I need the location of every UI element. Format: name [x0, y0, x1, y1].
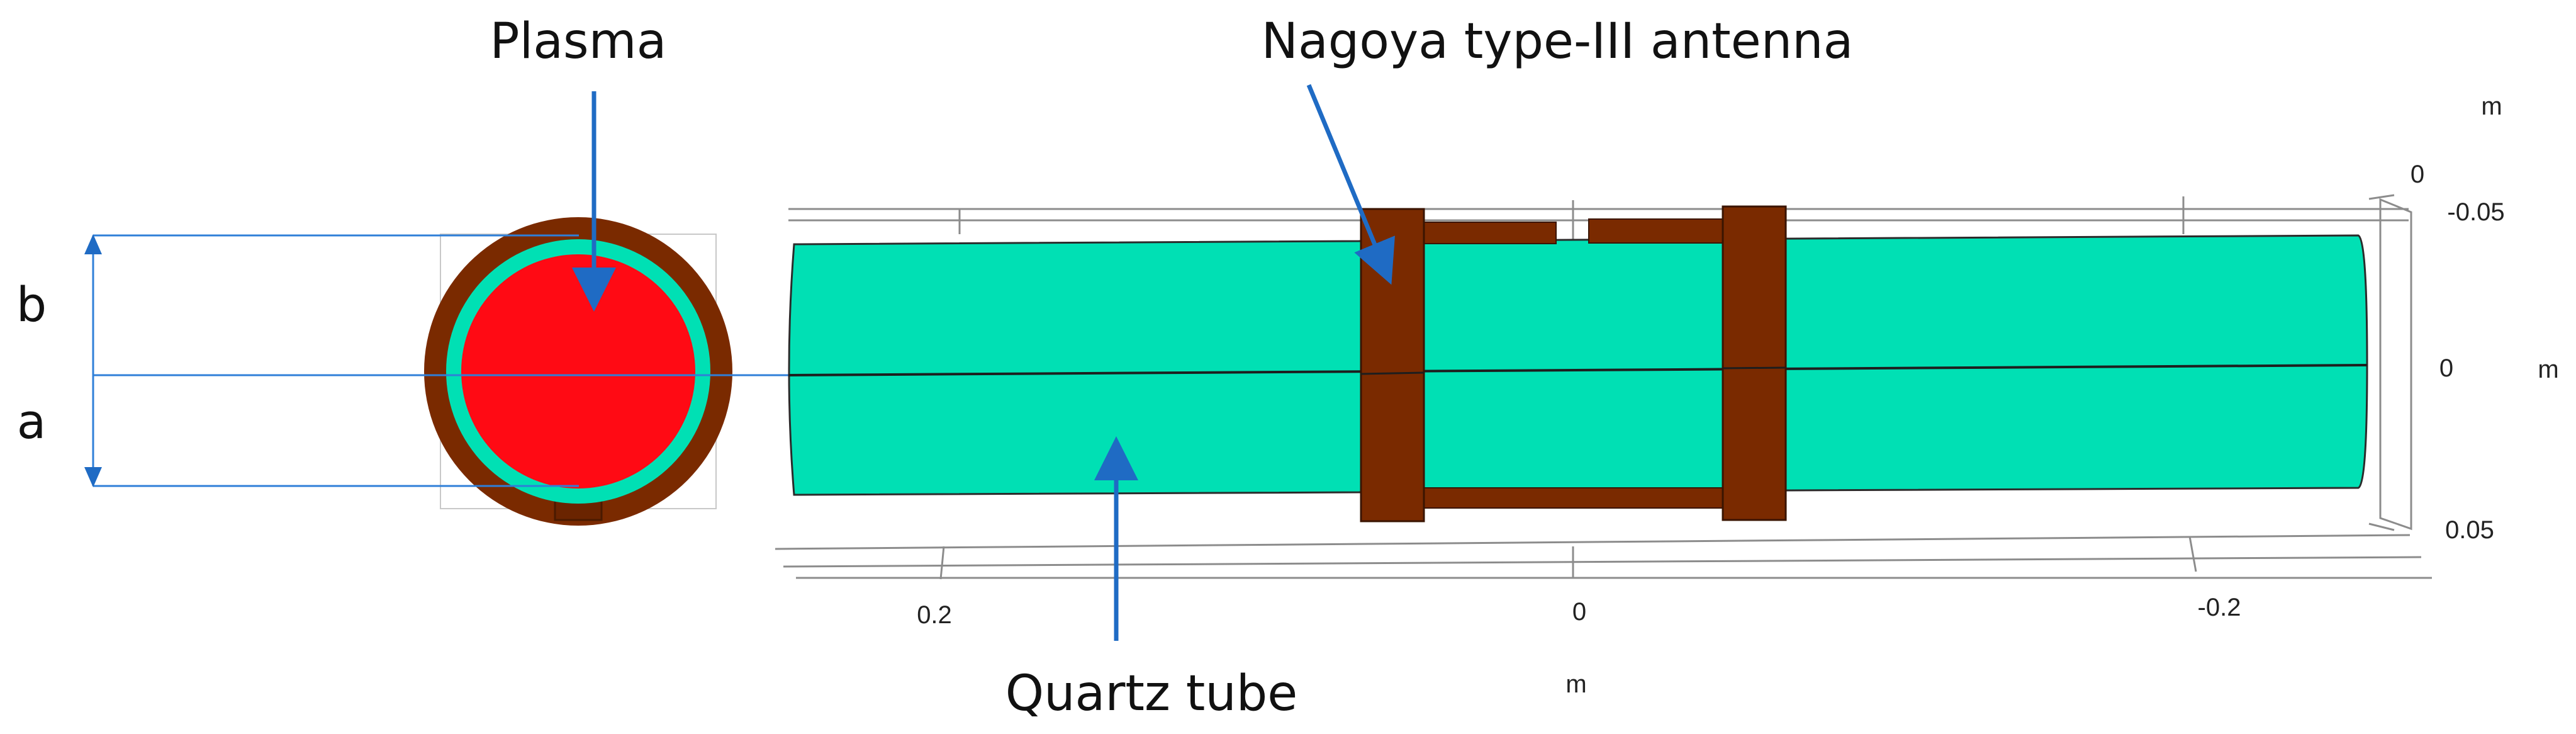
dimension-arrow-up	[84, 234, 102, 254]
y-tick-label: -0.05	[2447, 198, 2504, 226]
plasma-column	[461, 254, 695, 488]
antenna-strap-top-right	[1588, 218, 1725, 244]
antenna-ring-right	[1722, 205, 1787, 521]
label-a: a	[17, 393, 47, 449]
x-axis-unit: m	[1565, 670, 1586, 698]
x-tick-label: -0.2	[2198, 594, 2241, 621]
side-view: Nagoya type-III antenna Quartz tube 0.2 …	[775, 13, 2559, 722]
z-axis-unit: m	[2481, 93, 2502, 120]
x-tick-label: 0	[1572, 598, 1586, 626]
y-tick-label: 0.05	[2445, 516, 2494, 544]
tube-centerline	[788, 364, 2368, 376]
antenna-ring-left	[1360, 208, 1425, 522]
quartz-tube-body	[788, 234, 2368, 496]
y-axis-unit: m	[2538, 356, 2558, 383]
dimension-arrow-down	[84, 467, 102, 487]
antenna-arrow	[1306, 84, 1395, 285]
y-tick-label: 0	[2439, 354, 2453, 382]
antenna-strap-bottom	[1418, 487, 1728, 509]
cross-section-view: b a Plasma	[16, 13, 793, 526]
z-tick-label: 0	[2411, 161, 2424, 188]
antenna-strap-top-left	[1418, 222, 1557, 244]
label-plasma: Plasma	[490, 13, 667, 70]
label-b: b	[16, 276, 47, 332]
label-antenna: Nagoya type-III antenna	[1262, 13, 1854, 70]
label-quartz-tube: Quartz tube	[1005, 665, 1298, 722]
x-tick-label: 0.2	[917, 601, 952, 629]
antenna-ring-left-seam	[1360, 371, 1425, 375]
